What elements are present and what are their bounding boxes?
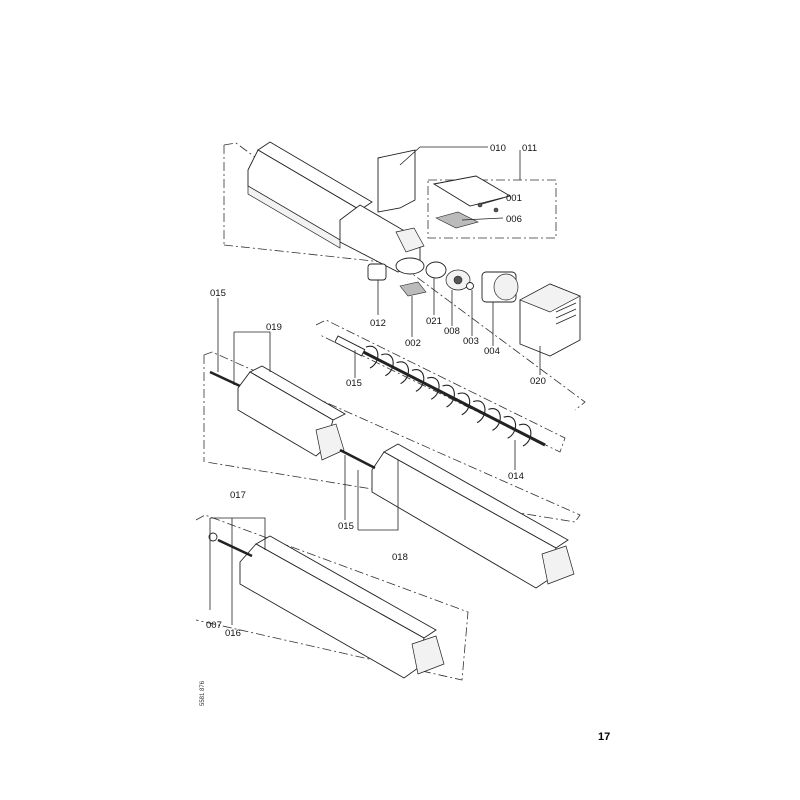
auger-shaft	[339, 338, 546, 447]
document-id: 5581 876	[200, 680, 206, 706]
upper-trough-assembly	[247, 141, 512, 273]
trough-019	[209, 365, 346, 461]
leader-019	[234, 331, 271, 372]
screw-001a	[477, 202, 483, 208]
auger-flight	[427, 376, 440, 400]
auger-flight	[518, 423, 532, 447]
boundary-cover-group	[427, 179, 557, 239]
label-015-mid: 015	[338, 521, 354, 532]
leader-010	[399, 146, 488, 166]
leader-001	[481, 197, 504, 205]
leader-018	[358, 460, 399, 531]
auger-flight	[472, 400, 486, 424]
label-001: 001	[506, 193, 522, 204]
label-003: 003	[463, 336, 479, 347]
part-labels: 010 011 001 006 012 002 021 008 003 004 …	[206, 143, 546, 639]
cover-vent-3	[555, 314, 577, 325]
trough-019-end	[315, 423, 345, 461]
cover-vent-2	[555, 308, 577, 319]
auger-flight	[442, 384, 455, 408]
shaft-016	[217, 538, 253, 558]
shaft-015-mid	[209, 370, 241, 388]
cover-plate-010	[377, 149, 416, 213]
screw-001b	[493, 207, 499, 213]
auger-flight	[396, 361, 409, 385]
label-012: 012	[370, 318, 386, 329]
trough-017-end	[411, 635, 445, 675]
auger-flight	[365, 345, 379, 369]
label-011: 011	[522, 143, 537, 154]
part-020-motor-cover-top	[519, 283, 581, 313]
auger-screw-014	[334, 335, 546, 447]
leader-006	[461, 217, 504, 221]
part-021-gasket	[425, 261, 447, 279]
part-004-gearmotor-face	[493, 273, 519, 301]
label-006: 006	[506, 214, 522, 225]
drive-components	[367, 257, 581, 357]
label-008: 008	[444, 326, 460, 337]
cover-vent-1	[555, 302, 577, 313]
label-015-auger: 015	[346, 378, 362, 389]
auger-flight	[411, 369, 425, 392]
part-flange	[395, 257, 425, 275]
trough-018	[339, 443, 575, 589]
shaft-015-upper	[334, 335, 366, 357]
auger-flight	[381, 353, 394, 377]
label-014: 014	[508, 471, 524, 482]
trough-017	[208, 532, 445, 679]
auger-flight	[488, 408, 501, 431]
leader-017	[210, 517, 266, 550]
drive-housing-opening	[395, 227, 425, 253]
shaft-015-lower	[339, 448, 376, 470]
part-002-shim	[399, 281, 427, 297]
boundary-drive-bottom	[223, 244, 439, 269]
label-017: 017	[230, 490, 246, 501]
part-003-ring	[466, 282, 474, 290]
part-012-bearing	[367, 263, 387, 281]
label-010: 010	[490, 143, 506, 154]
label-021: 021	[426, 316, 442, 327]
leader-lines	[209, 146, 541, 625]
part-008-hub	[453, 275, 463, 285]
auger-flight	[503, 415, 516, 439]
cover-plate-upper	[432, 175, 512, 207]
label-020: 020	[530, 376, 546, 387]
label-015-top: 015	[210, 288, 226, 299]
label-016: 016	[225, 628, 241, 639]
upper-trough-side	[247, 185, 341, 249]
auger-flight	[457, 392, 471, 416]
label-018: 018	[392, 552, 408, 563]
trough-018-end	[541, 545, 575, 585]
gasket-006	[435, 211, 479, 229]
page-number: 17	[598, 731, 610, 743]
label-019: 019	[266, 322, 282, 333]
label-007: 007	[206, 620, 222, 631]
part-007-bolt	[208, 532, 218, 542]
label-002: 002	[405, 338, 421, 349]
label-004: 004	[484, 346, 500, 357]
auger-flights	[365, 345, 532, 447]
